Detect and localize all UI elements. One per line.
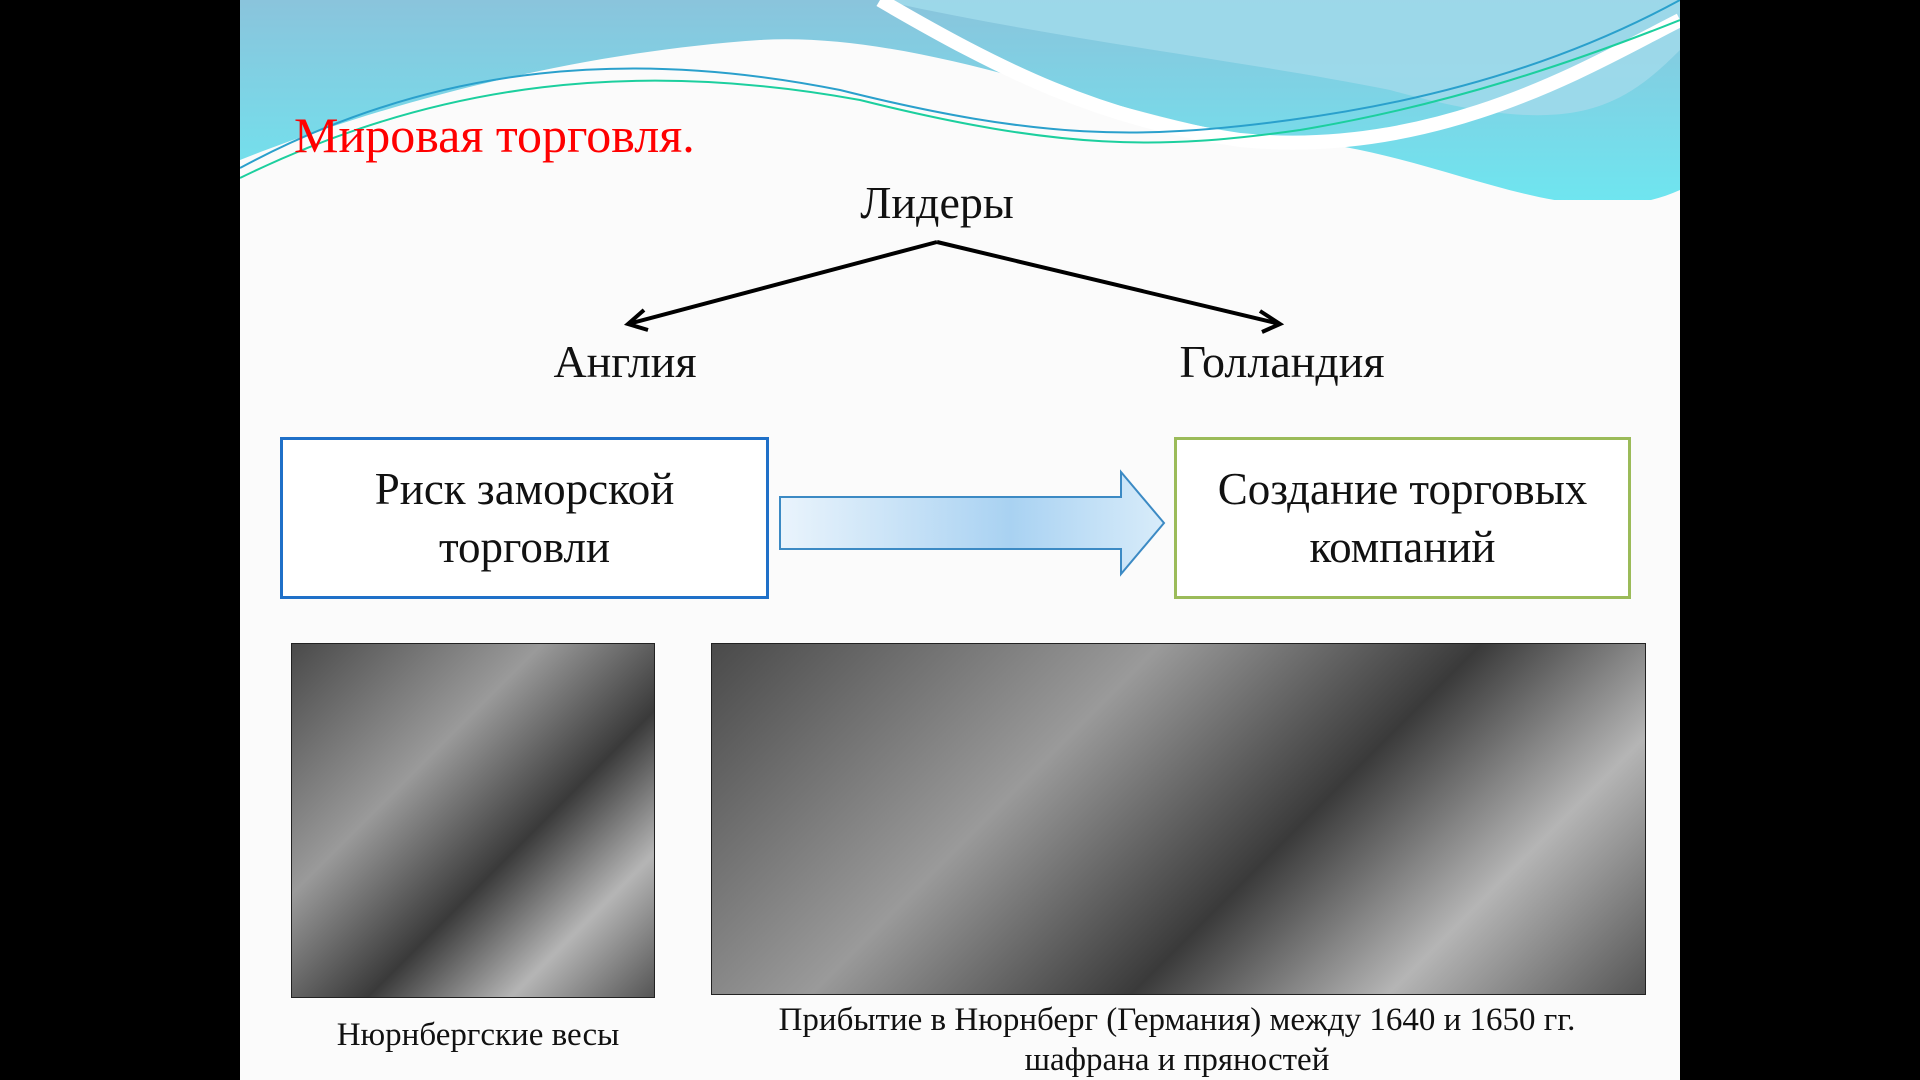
wave-decoration	[240, 0, 1680, 200]
caption-arrival-line1: Прибытие в Нюрнберг (Германия) между 164…	[778, 1002, 1576, 1038]
nuremberg-scales-image	[291, 643, 655, 998]
companies-box-line2: компаний	[1309, 522, 1496, 572]
caption-scales: Нюрнбергские весы	[336, 1017, 620, 1053]
branch-arrows	[623, 240, 1285, 334]
slide: Мировая торговля. Лидеры Англия Голланди…	[240, 0, 1680, 1080]
arrival-nuremberg-image	[711, 643, 1646, 995]
country-england: Англия	[553, 336, 697, 387]
leaders-label: Лидеры	[860, 177, 1014, 228]
caption-arrival-line2: шафрана и пряностей	[1024, 1042, 1330, 1078]
risk-box-line1: Риск заморской	[374, 464, 675, 514]
caption-arrival: Прибытие в Нюрнберг (Германия) между 164…	[779, 1000, 1576, 1080]
companies-box-line1: Создание торговых	[1217, 464, 1588, 514]
slide-title: Мировая торговля.	[294, 107, 695, 163]
risk-box-line2: торговли	[438, 522, 611, 572]
risk-box: Риск заморской торговли	[280, 437, 769, 599]
country-holland: Голландия	[1179, 336, 1385, 387]
block-arrow-icon	[779, 469, 1166, 577]
companies-box: Создание торговых компаний	[1174, 437, 1631, 599]
